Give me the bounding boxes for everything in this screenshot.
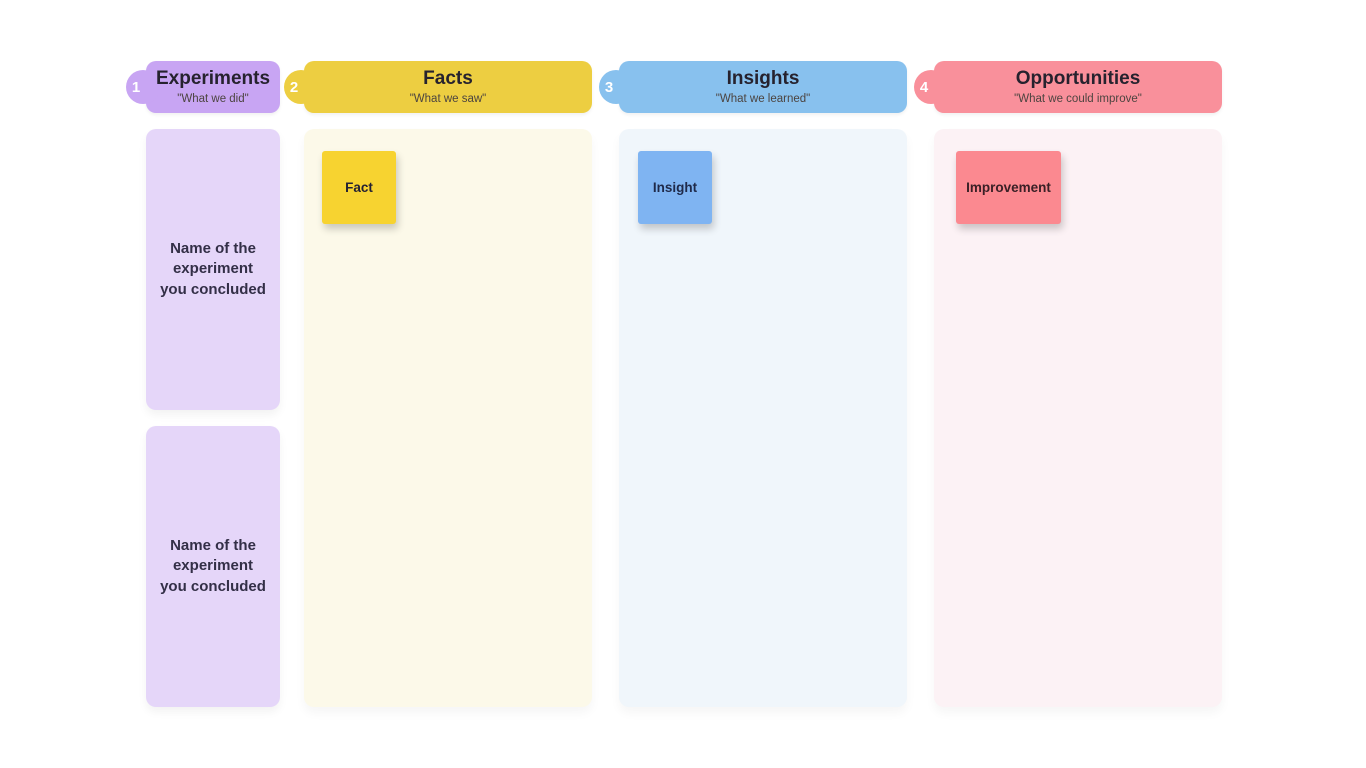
- column-title: Insights: [726, 68, 800, 90]
- fact-sticky-note[interactable]: Fact: [322, 151, 396, 224]
- column-facts: 2 Facts "What we saw" Fact: [284, 61, 592, 707]
- column-subtitle: "What we could improve": [1014, 92, 1142, 105]
- column-experiments: 1 Experiments "What we did" Name of the …: [126, 61, 280, 707]
- opportunities-panel[interactable]: Improvement: [934, 129, 1222, 707]
- sticky-label: Insight: [652, 180, 698, 195]
- insights-header[interactable]: 3 Insights "What we learned": [599, 61, 907, 113]
- step-number-badge: 2: [284, 70, 318, 104]
- experiment-card-text: Name of the experiment you concluded: [160, 537, 266, 595]
- facts-header[interactable]: 2 Facts "What we saw": [284, 61, 592, 113]
- insights-panel[interactable]: Insight: [619, 129, 907, 707]
- opportunities-header[interactable]: 4 Opportunities "What we could improve": [914, 61, 1222, 113]
- sticky-label: Improvement: [966, 180, 1051, 195]
- column-subtitle: "What we saw": [409, 92, 487, 105]
- column-subtitle: "What we did": [177, 92, 249, 105]
- column-insights: 3 Insights "What we learned" Insight: [599, 61, 907, 707]
- improvement-sticky-note[interactable]: Improvement: [956, 151, 1061, 224]
- step-number-badge: 1: [126, 70, 160, 104]
- experiment-card[interactable]: Name of the experiment you concluded: [146, 129, 280, 410]
- column-title: Experiments: [155, 68, 271, 90]
- column-opportunities: 4 Opportunities "What we could improve" …: [914, 61, 1222, 707]
- facts-panel[interactable]: Fact: [304, 129, 592, 707]
- experiments-header[interactable]: 1 Experiments "What we did": [126, 61, 280, 113]
- column-title: Facts: [423, 68, 473, 90]
- insight-sticky-note[interactable]: Insight: [638, 151, 712, 224]
- column-subtitle: "What we learned": [715, 92, 811, 105]
- sticky-label: Fact: [345, 180, 373, 195]
- step-number-badge: 4: [914, 70, 948, 104]
- experiment-card-text: Name of the experiment you concluded: [160, 240, 266, 298]
- column-title: Opportunities: [1015, 68, 1141, 90]
- step-number-badge: 3: [599, 70, 633, 104]
- experiment-card[interactable]: Name of the experiment you concluded: [146, 426, 280, 707]
